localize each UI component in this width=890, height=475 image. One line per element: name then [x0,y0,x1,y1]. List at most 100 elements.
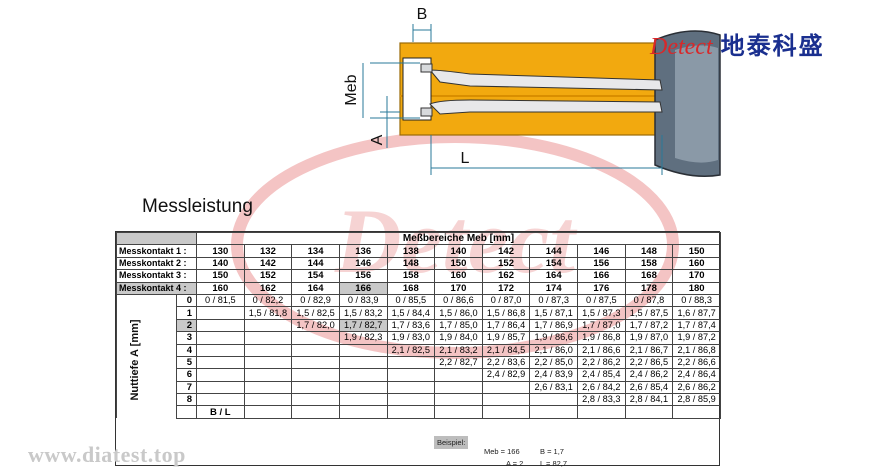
result-cell [196,355,245,370]
contact-label: Messkontakt 4 : [116,281,197,295]
example-label: Beispiel: [434,436,469,449]
range-value: 138 [386,244,436,258]
result-cell: 1,5 / 81,8 [243,306,293,320]
footer-empty [338,405,388,419]
result-cell [243,380,293,395]
range-value: 176 [577,281,626,295]
range-value: 170 [434,281,483,295]
dimension-b-label: B [417,6,428,23]
watermark-url: www.diatest.top [28,442,186,467]
dimension-meb-label: Meb [343,74,360,105]
range-value: 168 [624,269,674,283]
range-value: 172 [481,281,531,295]
footer-empty [481,405,531,419]
depth-value: 8 [176,393,197,407]
result-cell: 0 / 87,3 [529,293,578,308]
result-cell: 2,2 / 86,5 [624,355,674,370]
range-value: 140 [196,256,245,271]
contact-label: Messkontakt 2 : [116,256,197,271]
result-cell: 1,9 / 86,8 [577,331,626,345]
range-value: 158 [624,256,674,271]
result-cell: 2,8 / 85,9 [672,393,721,407]
result-cell: 2,6 / 84,2 [577,380,626,395]
example-meb: Meb = 166 [484,447,520,456]
result-cell: 1,7 / 82,7 [338,318,388,333]
result-cell: 0 / 81,5 [196,293,245,308]
result-cell [291,380,340,395]
range-value: 158 [386,269,436,283]
result-cell: 1,9 / 82,3 [338,331,388,345]
result-cell [291,343,340,357]
result-cell: 1,5 / 82,5 [291,306,340,320]
example-a: A = 2 [506,459,524,468]
result-cell [386,393,436,407]
table-title-row: Meßbereiche Meb [mm] [116,231,721,246]
result-cell [434,368,483,382]
range-value: 134 [291,244,340,258]
result-cell: 2,2 / 86,2 [577,355,626,370]
contact-label: Messkontakt 1 : [116,244,197,258]
result-cell: 0 / 87,5 [577,293,626,308]
result-cell: 1,5 / 84,4 [386,306,436,320]
brand-chinese: 地泰科盛 [720,31,825,60]
result-cell: 2,2 / 85,0 [529,355,578,370]
range-value: 168 [386,281,436,295]
result-cell [338,368,388,382]
range-value: 150 [434,256,483,271]
result-cell: 1,5 / 86,8 [481,306,531,320]
range-value: 162 [481,269,531,283]
range-value: 180 [672,281,721,295]
range-value: 148 [386,256,436,271]
depth-value: 2 [176,318,197,333]
result-cell: 2,1 / 82,5 [386,343,436,357]
result-cell [291,393,340,407]
range-value: 146 [577,244,626,258]
footer-empty [291,405,340,419]
range-value: 170 [672,269,721,283]
result-cell [386,355,436,370]
range-value: 150 [196,269,245,283]
result-cell [196,343,245,357]
result-cell [291,368,340,382]
range-value: 164 [291,281,340,295]
range-value: 160 [196,281,245,295]
page-title: Messleistung [142,196,253,217]
result-cell: 2,8 / 84,1 [624,393,674,407]
result-cell [196,306,245,320]
result-cell: 2,6 / 86,2 [672,380,721,395]
contact-label: Messkontakt 3 : [116,269,197,283]
result-cell [338,380,388,395]
range-value: 148 [624,244,674,258]
result-cell [196,380,245,395]
depth-value: 4 [176,343,197,357]
result-cell: 1,9 / 85,7 [481,331,531,345]
result-cell [338,393,388,407]
range-value: 164 [529,269,578,283]
range-value: 140 [434,244,483,258]
result-cell [386,368,436,382]
result-cell: 1,5 / 87,5 [624,306,674,320]
result-cell [243,343,293,357]
depth-value: 1 [176,306,197,320]
range-value: 132 [243,244,293,258]
footer-empty [386,405,436,419]
depth-value: 3 [176,331,197,345]
result-cell: 0 / 88,3 [672,293,721,308]
result-cell: 1,5 / 83,2 [338,306,388,320]
brand-latin: Detect [650,34,713,60]
result-cell: 2,1 / 86,6 [577,343,626,357]
result-cell: 2,1 / 83,2 [434,343,483,357]
result-cell: 2,4 / 85,4 [577,368,626,382]
result-cell: 2,1 / 86,0 [529,343,578,357]
groove-depth-label: Nuttiefe A [mm] [129,319,141,400]
result-cell [481,393,531,407]
result-cell: 1,6 / 87,7 [672,306,721,320]
